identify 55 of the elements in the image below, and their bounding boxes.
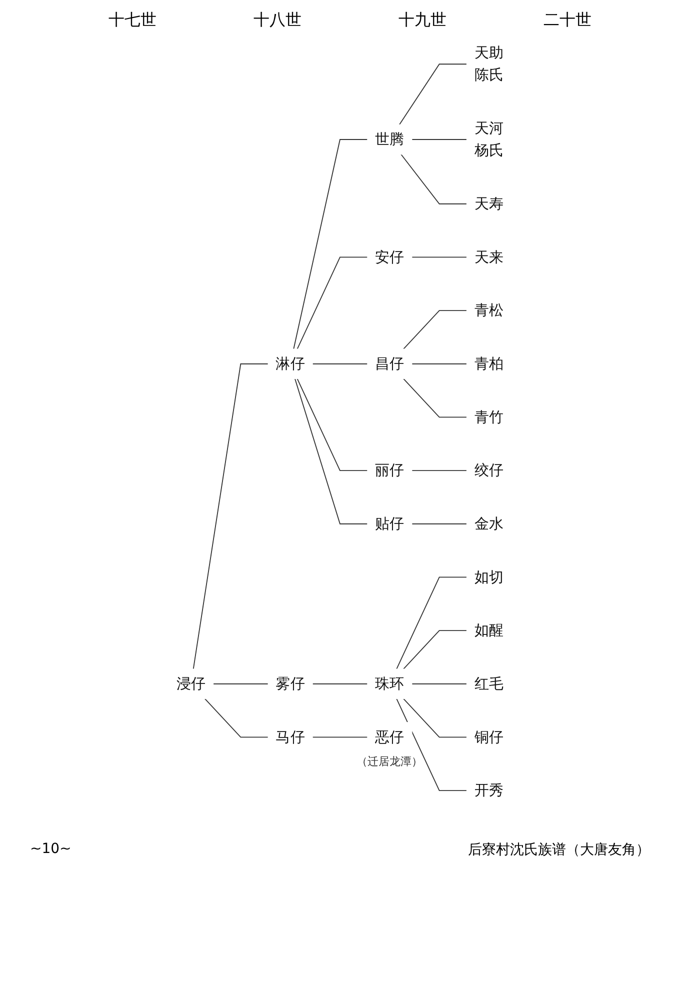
page-number: ~10~: [30, 841, 72, 859]
note-text: （迁居龙潭）: [356, 754, 423, 768]
node-text: 绞仔: [474, 461, 504, 479]
connector: [402, 378, 468, 418]
node-text: 红毛: [474, 674, 504, 692]
node-text: 淋仔: [276, 354, 306, 372]
connector: [293, 139, 368, 350]
connector: [312, 363, 368, 364]
node-text: 浸仔: [176, 674, 206, 692]
connector: [411, 256, 468, 258]
node-text: 金水: [474, 514, 504, 532]
connector: [296, 256, 368, 350]
connector: [411, 139, 468, 140]
node-text: 天河 杨氏: [474, 119, 504, 159]
node-text: 天寿: [474, 194, 504, 212]
connector: [402, 630, 468, 670]
connector: [204, 698, 269, 738]
node-text: 铜仔: [474, 728, 504, 746]
footer-text: 后寮村沈氏族谱（大唐友角）: [468, 841, 650, 859]
node-text: 贴仔: [374, 514, 404, 532]
connector: [212, 683, 269, 684]
connector: [296, 378, 368, 471]
connector: [411, 470, 468, 471]
node-text: 如切: [474, 568, 504, 586]
connector: [411, 363, 468, 364]
connector: [192, 363, 269, 670]
generation-label: 十八世: [254, 10, 302, 31]
node-text: 青松: [474, 301, 504, 319]
connector: [411, 523, 468, 524]
node-text: 马仔: [276, 728, 306, 746]
generation-label: 十九世: [398, 10, 446, 31]
connector: [398, 64, 468, 126]
node-text: 天来: [474, 248, 504, 266]
node-text: 青竹: [474, 408, 504, 426]
node-text: 开秀: [474, 781, 504, 799]
node-text: 安仔: [374, 248, 404, 266]
node-text: 雾仔: [276, 674, 306, 692]
connector: [396, 698, 468, 791]
node-text: 丽仔: [374, 461, 404, 479]
connector: [400, 154, 468, 204]
node-text: 昌仔: [374, 354, 404, 372]
generation-label: 二十世: [544, 10, 592, 31]
generation-label: 十七世: [108, 10, 156, 31]
node-text: 世腾: [374, 130, 404, 148]
connector: [312, 736, 368, 738]
node-text: 如醒: [474, 621, 504, 639]
node-text: 青柏: [474, 354, 504, 372]
connector: [411, 683, 468, 684]
node-text: 天助 陈氏: [474, 44, 504, 84]
connector: [294, 378, 368, 524]
connector: [312, 683, 368, 684]
connector: [402, 698, 468, 738]
connector: [396, 576, 468, 670]
connector: [402, 310, 468, 350]
node-text: 珠环: [374, 674, 404, 692]
